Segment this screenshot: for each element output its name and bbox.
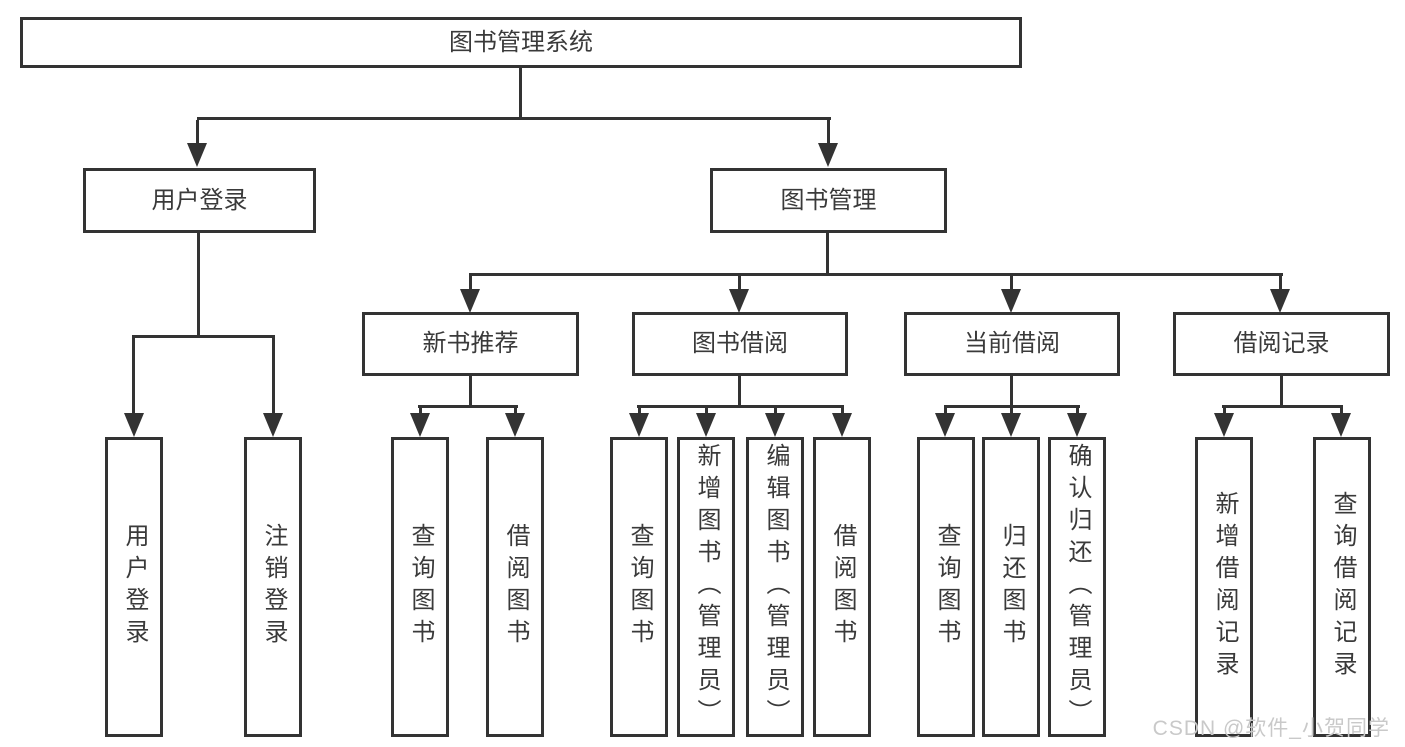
- arrowhead-to-book-management: [818, 143, 838, 167]
- arrowhead-to-borrowing-records: [1270, 289, 1290, 313]
- arrowhead-to-current-query: [935, 413, 955, 437]
- connector-newbooks-stem: [469, 376, 472, 405]
- connector-records-drop-1: [1223, 408, 1226, 416]
- csdn-watermark: CSDN @软件_小贺同学: [1152, 717, 1390, 740]
- arrowhead-to-current-confirm: [1067, 413, 1087, 437]
- connector-current-rail: [944, 405, 1080, 408]
- arrowhead-to-leaf-user-login: [124, 413, 144, 437]
- node-library-management-system: 图书管理系统: [20, 17, 1022, 68]
- connector-borrow-rail: [637, 405, 844, 408]
- arrowhead-to-borrow-edit: [765, 413, 785, 437]
- connector-userlogin-drop-2: [272, 338, 275, 415]
- connector-current-drop-2: [1010, 408, 1013, 416]
- connector-borrow-drop-2: [705, 408, 708, 416]
- leaf-current-confirm-return-admin: 确认归还（管理员）: [1048, 437, 1106, 737]
- arrowhead-to-borrow-add: [696, 413, 716, 437]
- leaf-borrow-add-book-admin: 新增图书（管理员）: [677, 437, 735, 737]
- arrowhead-to-leaf-logout: [263, 413, 283, 437]
- connector-root-rail: [197, 117, 831, 120]
- connector-current-drop-3: [1076, 408, 1079, 416]
- connector-newbooks-rail: [418, 405, 518, 408]
- connector-current-stem: [1010, 376, 1013, 405]
- arrowhead-to-records-add: [1214, 413, 1234, 437]
- arrowhead-to-borrow-query: [629, 413, 649, 437]
- arrowhead-to-current-borrowing: [1001, 289, 1021, 313]
- connector-userlogin-stem: [197, 233, 200, 335]
- connector-bookmgmt-drop-4: [1279, 276, 1282, 290]
- arrowhead-to-current-return: [1001, 413, 1021, 437]
- node-new-book-recommend: 新书推荐: [362, 312, 579, 376]
- connector-newbooks-drop-2: [514, 408, 517, 416]
- leaf-user-login: 用户登录: [105, 437, 163, 737]
- connector-newbooks-drop-1: [419, 408, 422, 416]
- node-book-management-branch: 图书管理: [710, 168, 947, 233]
- node-book-borrowing: 图书借阅: [632, 312, 848, 376]
- connector-root-drop-left: [196, 120, 199, 146]
- node-user-login-branch: 用户登录: [83, 168, 316, 233]
- arrowhead-to-book-borrowing: [729, 289, 749, 313]
- node-borrowing-records: 借阅记录: [1173, 312, 1390, 376]
- arrowhead-to-records-query: [1331, 413, 1351, 437]
- leaf-newbooks-borrow-book: 借阅图书: [486, 437, 544, 737]
- leaf-current-return-book: 归还图书: [982, 437, 1040, 737]
- connector-bookmgmt-stem: [826, 233, 829, 276]
- connector-records-drop-2: [1340, 408, 1343, 416]
- connector-bookmgmt-drop-2: [738, 276, 741, 290]
- connector-borrow-drop-4: [841, 408, 844, 416]
- arrowhead-to-user-login: [187, 143, 207, 167]
- leaf-current-query-books: 查询图书: [917, 437, 975, 737]
- leaf-newbooks-query-books: 查询图书: [391, 437, 449, 737]
- arrowhead-to-new-book-recommend: [460, 289, 480, 313]
- connector-bookmgmt-drop-1: [469, 276, 472, 290]
- leaf-borrow-borrow-book: 借阅图书: [813, 437, 871, 737]
- connector-current-drop-1: [944, 408, 947, 416]
- connector-borrow-drop-3: [774, 408, 777, 416]
- connector-bookmgmt-drop-3: [1010, 276, 1013, 290]
- node-current-borrowing: 当前借阅: [904, 312, 1120, 376]
- connector-records-stem: [1280, 376, 1283, 405]
- leaf-records-add-record: 新增借阅记录: [1195, 437, 1253, 737]
- arrowhead-to-borrow-borrow: [832, 413, 852, 437]
- connector-userlogin-drop-1: [132, 338, 135, 415]
- connector-root-stem: [519, 68, 522, 117]
- connector-userlogin-rail: [132, 335, 275, 338]
- leaf-logout: 注销登录: [244, 437, 302, 737]
- leaf-records-query-record: 查询借阅记录: [1313, 437, 1371, 737]
- arrowhead-to-newbooks-query: [410, 413, 430, 437]
- connector-borrow-stem: [738, 376, 741, 405]
- leaf-borrow-query-books: 查询图书: [610, 437, 668, 737]
- connector-bookmgmt-rail: [469, 273, 1283, 276]
- leaf-borrow-edit-book-admin: 编辑图书（管理员）: [746, 437, 804, 737]
- connector-root-drop-right: [827, 120, 830, 146]
- connector-borrow-drop-1: [638, 408, 641, 416]
- connector-records-rail: [1222, 405, 1343, 408]
- arrowhead-to-newbooks-borrow: [505, 413, 525, 437]
